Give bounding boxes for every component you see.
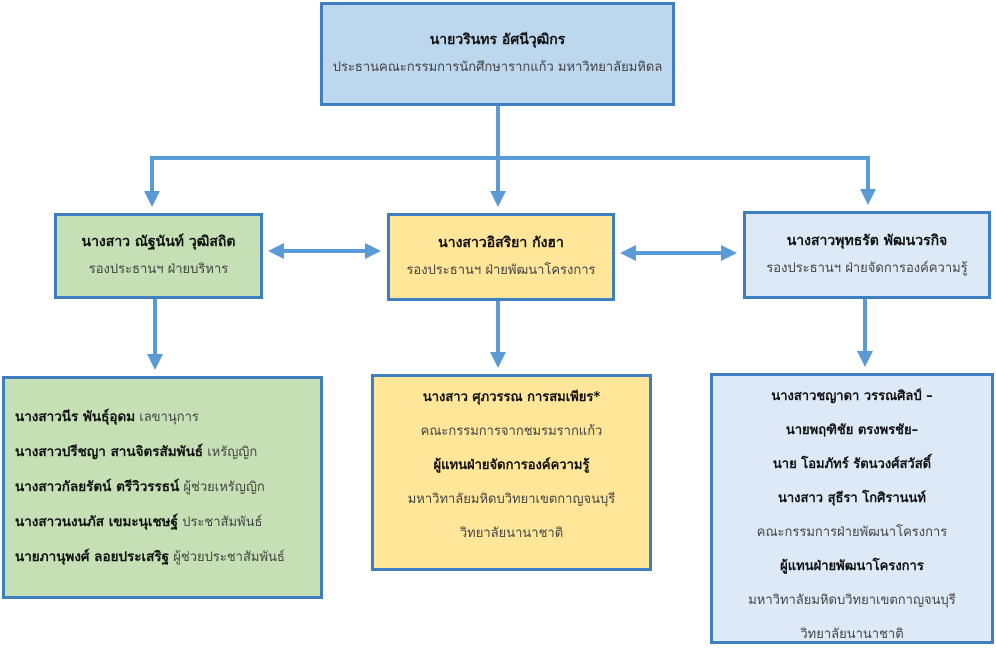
knowledge-team-line: วิทยาลัยนานาชาติ bbox=[800, 627, 904, 642]
knowledge-team-line: มหาวิทาลัยมหิดบวิทยาเขตกาญจนบุรี bbox=[748, 593, 956, 608]
knowledge-team-line: นาย โอมภัทร์ รัตนวงศ์สวัสดิ์ bbox=[772, 457, 932, 472]
project-team-box: นางสาว ศุภวรรณ การสมเพียร* คณะกรรมการจาก… bbox=[371, 374, 652, 571]
vp-admin-role: รองประธานฯ ฝ่ายบริหาร bbox=[88, 262, 229, 277]
vp-knowledge-role: รองประธานฯ ฝ่ายจัดการองค์ความรู้ bbox=[766, 261, 968, 276]
vp-admin-box: นางสาว ณัฐนันท์ วุฒิสถิต รองประธานฯ ฝ่าย… bbox=[54, 213, 263, 299]
knowledge-team-line: นายพฤฑิชัย ตรงพรชัย– bbox=[785, 423, 919, 438]
admin-team-box: นางสาวนีร พันธุ์อุดม เลขานุการ นางสาวปรี… bbox=[2, 376, 323, 599]
project-team-line: คณะกรรมการจากชมรมรากแก้ว bbox=[420, 424, 603, 439]
vp-project-name: นางสาวอิสริยา กังฮา bbox=[438, 235, 564, 251]
member-row: นางสาวกัลยรัตน์ ตรีวิวรรธน์ ผู้ช่วยเหรัญ… bbox=[15, 470, 265, 505]
project-team-line: นางสาว ศุภวรรณ การสมเพียร* bbox=[422, 390, 601, 405]
member-role: เหรัญญิก bbox=[207, 445, 258, 460]
member-row: นายภานุพงศ์ ลอยประเสริฐ ผู้ช่วยประชาสัมพ… bbox=[15, 540, 285, 575]
vp-project-box: นางสาวอิสริยา กังฮา รองประธานฯ ฝ่ายพัฒนา… bbox=[387, 213, 615, 301]
president-box: นายวรินทร อัศนีวุฒิกร ประธานคณะกรรมการนั… bbox=[320, 2, 675, 106]
knowledge-team-line: คณะกรรมการฝ่ายพัฒนาโครงการ bbox=[756, 525, 948, 540]
member-role: ประชาสัมพันธ์ bbox=[182, 515, 263, 530]
president-name: นายวรินทร อัศนีวุฒิกร bbox=[429, 32, 566, 48]
project-team-line: มหาวิทาลัยมหิดบวิทยาเขตกาญจนบุรี bbox=[407, 492, 616, 507]
member-name: นายภานุพงศ์ ลอยประเสริฐ bbox=[15, 549, 170, 565]
knowledge-team-line: นางสาว สุธีรา โกศิรานนท์ bbox=[777, 491, 926, 506]
member-name: นางสาวกัลยรัตน์ ตรีวิวรรธน์ bbox=[15, 479, 180, 495]
knowledge-team-line: ผู้แทนฝ่ายพัฒนาโครงการ bbox=[780, 559, 924, 574]
vp-admin-name: นางสาว ณัฐนันท์ วุฒิสถิต bbox=[81, 234, 236, 250]
member-name: นางสาวนงนภัส เขมะนุเชษฐ์ bbox=[15, 514, 179, 530]
knowledge-team-line: นางสาวชญาดา วรรณศิลป์ – bbox=[771, 389, 933, 404]
member-row: นางสาวนีร พันธุ์อุดม เลขานุการ bbox=[15, 400, 199, 435]
vp-knowledge-box: นางสาวพุทธรัต พัฒนวรกิจ รองประธานฯ ฝ่ายจ… bbox=[743, 211, 991, 299]
member-role: ผู้ช่วยเหรัญญิก bbox=[183, 480, 265, 495]
member-row: นางสาวปรีชญา สานจิตรสัมพันธ์ เหรัญญิก bbox=[15, 435, 257, 470]
president-role: ประธานคณะกรรมการนักศึกษารากแก้ว มหาวิทยา… bbox=[332, 60, 663, 75]
member-role: ผู้ช่วยประชาสัมพันธ์ bbox=[173, 550, 285, 565]
project-team-line: วิทยาลัยนานาชาติ bbox=[459, 526, 564, 541]
member-row: นางสาวนงนภัส เขมะนุเชษฐ์ ประชาสัมพันธ์ bbox=[15, 505, 262, 540]
vp-knowledge-name: นางสาวพุทธรัต พัฒนวรกิจ bbox=[786, 233, 948, 249]
member-name: นางสาวนีร พันธุ์อุดม bbox=[15, 409, 136, 425]
member-role: เลขานุการ bbox=[139, 410, 199, 425]
vp-project-role: รองประธานฯ ฝ่ายพัฒนาโครงการ bbox=[406, 263, 596, 278]
knowledge-team-box: นางสาวชญาดา วรรณศิลป์ – นายพฤฑิชัย ตรงพร… bbox=[710, 373, 994, 644]
project-team-line: ผู้แทนฝ่ายจัดการองค์ความรู้ bbox=[433, 458, 590, 473]
member-name: นางสาวปรีชญา สานจิตรสัมพันธ์ bbox=[15, 444, 204, 460]
